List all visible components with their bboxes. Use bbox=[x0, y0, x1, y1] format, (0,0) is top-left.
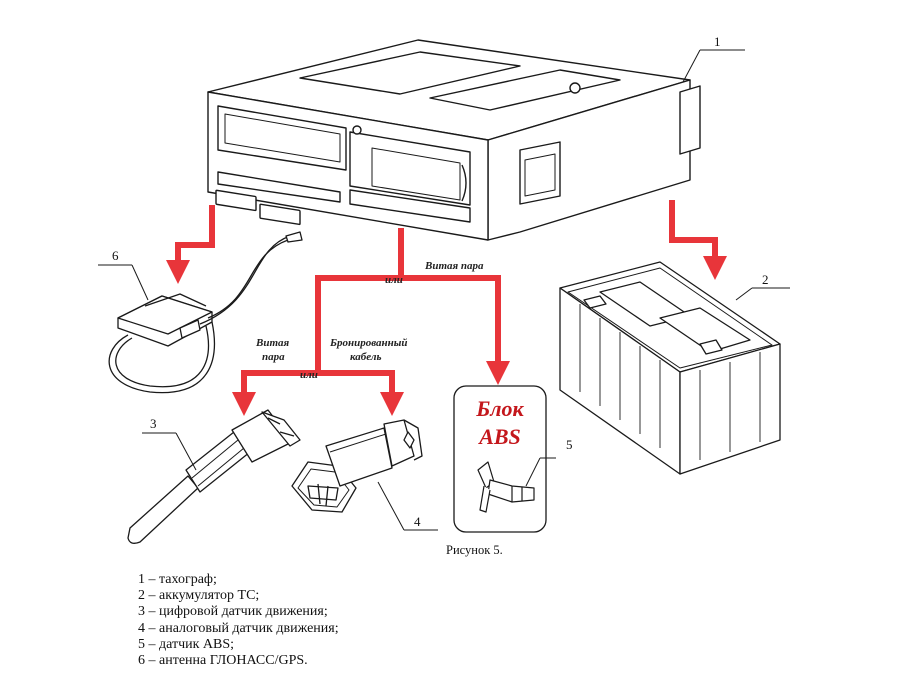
callout-6-number: 6 bbox=[112, 248, 119, 263]
arrow-to-abs bbox=[401, 275, 510, 385]
vehicle-battery bbox=[559, 261, 781, 475]
connection-arrows bbox=[166, 200, 727, 416]
callout-5-number: 5 bbox=[566, 437, 573, 452]
abs-block-title-1: Блок bbox=[475, 396, 524, 421]
label-armored-cable-1: Бронированный bbox=[329, 337, 408, 349]
legend-item-5: 5 – датчик ABS; bbox=[138, 636, 235, 652]
analog-motion-sensor bbox=[291, 419, 423, 513]
legend-item-2: 2 – аккумулятор ТС; bbox=[138, 588, 260, 604]
label-armored-cable-2: кабель bbox=[350, 351, 382, 363]
abs-block-title-2: ABS bbox=[477, 424, 521, 449]
label-ili-top: или bbox=[385, 274, 403, 286]
callout-1: 1 bbox=[682, 34, 745, 83]
label-ili-mid: или bbox=[300, 369, 318, 381]
digital-motion-sensor bbox=[127, 409, 301, 544]
abs-sensor bbox=[477, 461, 535, 513]
callout-5: 5 bbox=[525, 437, 573, 487]
callout-4: 4 bbox=[377, 481, 438, 531]
figure-caption: Рисунок 5. bbox=[446, 543, 503, 557]
abs-block: Блок ABS bbox=[453, 385, 547, 533]
label-twisted-pair-left-2: пара bbox=[262, 351, 285, 363]
callout-1-number: 1 bbox=[714, 34, 721, 49]
arrow-to-digital-sensor bbox=[232, 370, 318, 416]
legend-item-4: 4 – аналоговый датчик движения; bbox=[138, 620, 339, 636]
tachograph-unit bbox=[207, 39, 701, 241]
legend-item-1: 1 – тахограф; bbox=[138, 572, 217, 587]
gps-antenna bbox=[108, 231, 303, 394]
callout-2: 2 bbox=[735, 272, 790, 301]
label-twisted-pair-top: Витая пара bbox=[424, 260, 484, 272]
legend-item-6: 6 – антенна ГЛОНАСС/GPS. bbox=[138, 653, 308, 669]
callout-6: 6 bbox=[98, 248, 149, 301]
arrow-to-battery bbox=[669, 200, 727, 280]
label-twisted-pair-left-1: Витая bbox=[255, 337, 290, 349]
callout-3: 3 bbox=[142, 416, 197, 471]
arrow-to-analog-sensor bbox=[318, 370, 404, 416]
callout-3-number: 3 bbox=[150, 416, 157, 431]
callout-4-number: 4 bbox=[414, 514, 421, 529]
callout-2-number: 2 bbox=[762, 272, 769, 287]
legend-item-3: 3 – цифровой датчик движения; bbox=[138, 604, 328, 620]
arrow-to-antenna bbox=[166, 205, 215, 284]
legend-list: 1 – тахограф; 2 – аккумулятор ТС; 3 – ци… bbox=[138, 572, 538, 669]
arrow-trunk bbox=[315, 228, 404, 373]
